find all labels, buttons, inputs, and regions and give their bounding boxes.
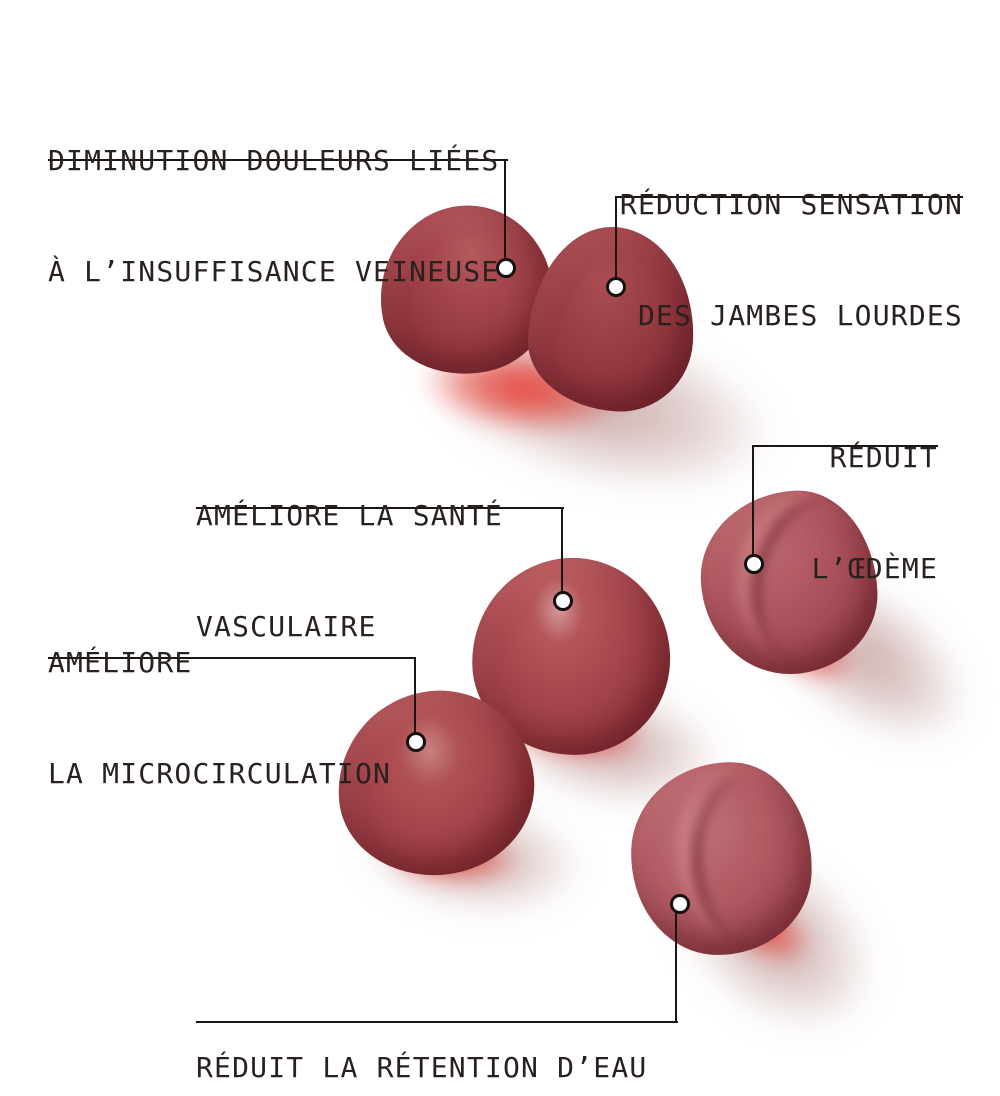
label-line: RÉDUIT LA RÉTENTION D’EAU	[196, 1051, 648, 1084]
leader-line-vasculaire-horizontal	[196, 507, 564, 509]
label-line: DES JAMBES LOURDES	[637, 299, 963, 332]
label-line: AMÉLIORE LA SANTÉ	[196, 499, 503, 532]
leader-line-oedeme-horizontal	[752, 445, 938, 447]
label-microcirculation: AMÉLIORE LA MICROCIRCULATION	[48, 570, 391, 866]
leader-line-veineuse-vertical	[504, 159, 506, 269]
label-line: LA MICROCIRCULATION	[48, 757, 392, 790]
label-line: DIMINUTION DOULEURS LIÉES	[48, 144, 500, 177]
label-line: AMÉLIORE	[48, 646, 193, 679]
label-line: À L’INSUFFISANCE VEINEUSE	[48, 255, 500, 288]
leader-line-microcirculation-vertical	[414, 657, 416, 744]
leader-line-jambes-vertical	[615, 196, 617, 289]
label-insuffisance-veineuse: DIMINUTION DOULEURS LIÉES À L’INSUFFISAN…	[48, 68, 499, 364]
leader-line-retention-vertical	[675, 904, 677, 1023]
leader-line-microcirculation-horizontal	[48, 657, 416, 659]
label-line: RÉDUIT	[829, 441, 938, 474]
label-line: L’ŒDÈME	[811, 552, 938, 585]
leader-line-veineuse-horizontal	[48, 159, 508, 161]
label-retention-eau: RÉDUIT LA RÉTENTION D’EAU	[196, 975, 647, 1096]
leader-line-retention-horizontal	[196, 1021, 678, 1023]
callout-dot-oedeme	[744, 554, 764, 574]
leader-line-vasculaire-vertical	[561, 507, 563, 603]
callout-dot-retention	[670, 894, 690, 914]
label-line: VASCULAIRE	[196, 610, 377, 643]
callout-dot-vasculaire	[553, 591, 573, 611]
label-line: RÉDUCTION SENSATION	[619, 188, 963, 221]
label-jambes-lourdes: RÉDUCTION SENSATION DES JAMBES LOURDES	[620, 112, 963, 408]
callout-dot-veineuse	[496, 258, 516, 278]
leader-line-jambes-horizontal	[615, 196, 963, 198]
leader-line-oedeme-vertical	[752, 445, 754, 566]
label-oedeme: RÉDUIT L’ŒDÈME	[812, 365, 938, 661]
label-sante-vasculaire: AMÉLIORE LA SANTÉ VASCULAIRE	[196, 423, 503, 719]
callout-dot-jambes	[606, 277, 626, 297]
callout-dot-microcirculation	[406, 732, 426, 752]
